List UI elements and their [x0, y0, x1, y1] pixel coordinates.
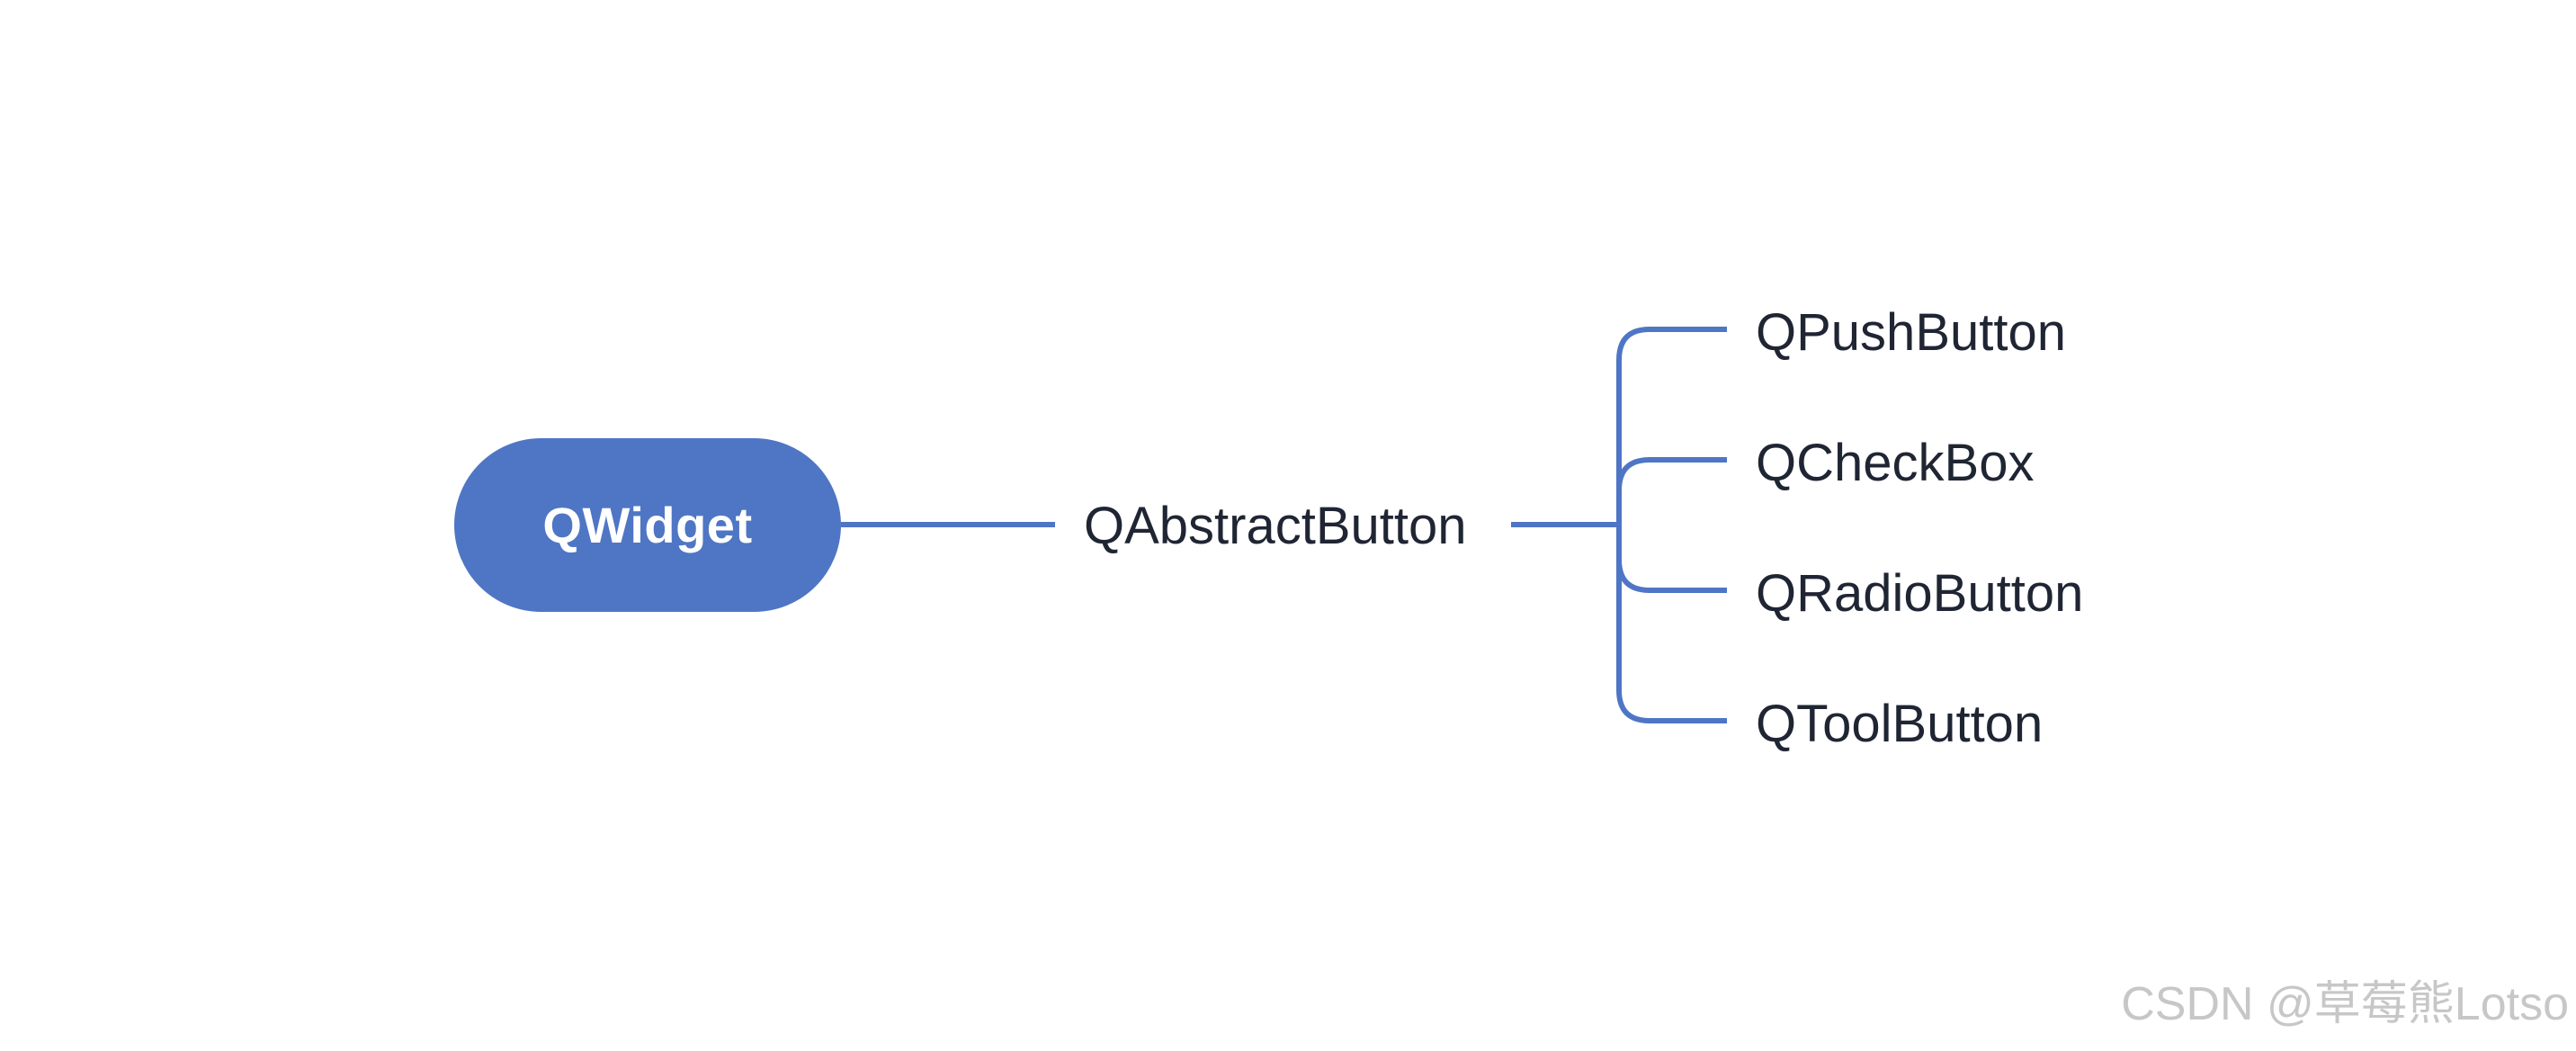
root-node-qwidget: QWidget: [454, 438, 841, 612]
watermark: CSDN @草莓熊Lotso: [2121, 978, 2569, 1030]
node-qabstractbutton: QAbstractButton: [1084, 497, 1467, 555]
node-qpushbutton: QPushButton: [1756, 303, 2066, 362]
node-qradiobutton: QRadioButton: [1756, 564, 2084, 623]
root-node-label: QWidget: [542, 497, 753, 553]
bracket-leaf-toolbutton: [1616, 525, 1727, 723]
bracket-leaf-pushbutton: [1616, 327, 1727, 525]
bracket-leaf-radiobutton: [1616, 525, 1727, 593]
node-qcheckbox: QCheckBox: [1756, 434, 2035, 492]
bracket-leaf-checkbox: [1616, 457, 1727, 525]
node-qtoolbutton: QToolButton: [1756, 695, 2044, 753]
